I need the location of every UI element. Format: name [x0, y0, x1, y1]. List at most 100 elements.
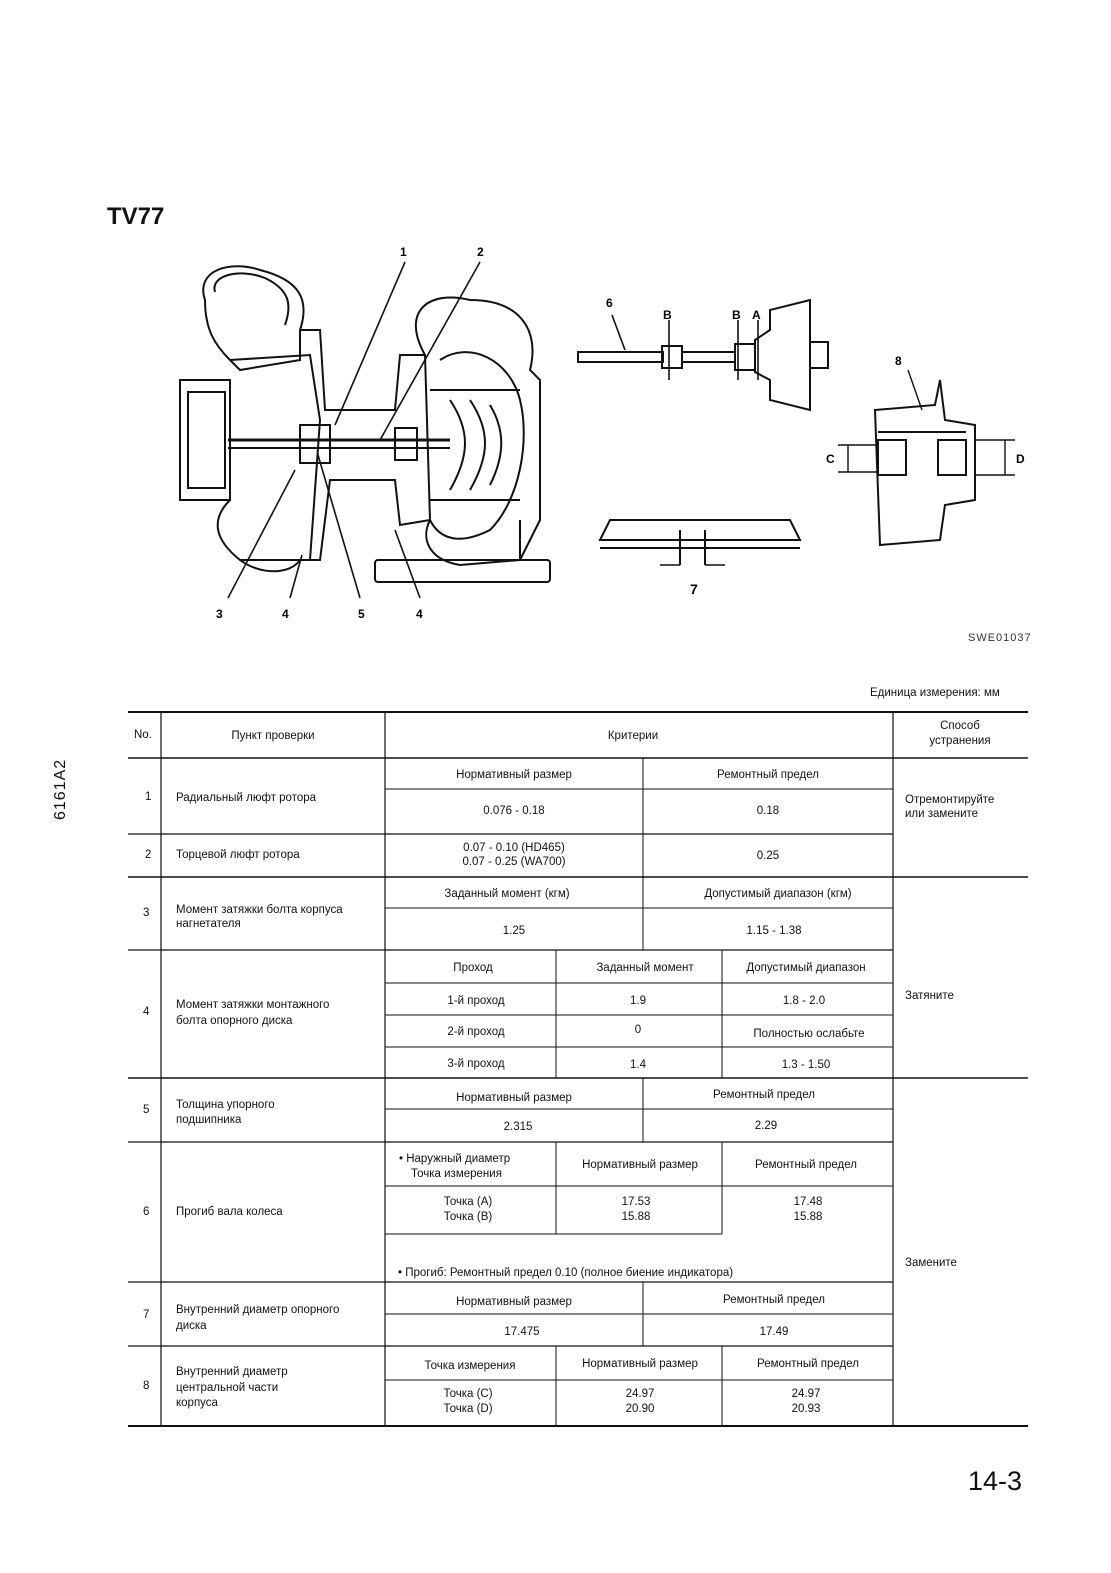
row7-limit-header: Ремонтный предел — [723, 1294, 825, 1306]
row8-no: 8 — [143, 1380, 149, 1392]
row6-point-b: Точка (B) — [444, 1211, 493, 1223]
point-c-label: C — [826, 452, 835, 466]
row1-limit-value: 0.18 — [757, 805, 779, 817]
row5-no: 5 — [143, 1104, 149, 1116]
header-no: No. — [134, 729, 152, 741]
row3-item-line2: нагнетателя — [176, 918, 241, 930]
turbocharger-figure: 1 2 3 4 5 4 6 B B A 7 — [179, 245, 1025, 621]
callout-7: 7 — [690, 581, 698, 597]
row3-no: 3 — [143, 907, 149, 919]
row5-limit-value: 2.29 — [755, 1120, 777, 1132]
row4-set2: 0 — [635, 1024, 641, 1036]
callout-5: 5 — [358, 607, 365, 621]
point-a-label: A — [752, 308, 761, 322]
row6-point-a: Точка (A) — [444, 1196, 493, 1208]
row1-std-value: 0.076 - 0.18 — [483, 805, 544, 817]
row4-pass3: 3-й проход — [447, 1058, 504, 1070]
row7-std-value: 17.475 — [504, 1326, 539, 1338]
callout-6: 6 — [606, 296, 613, 310]
header-remedy-line1: Способ — [940, 720, 980, 732]
row8-std-d: 20.90 — [626, 1403, 655, 1415]
row4-set3: 1.4 — [630, 1059, 647, 1071]
row6-od-header-line2: Точка измерения — [411, 1168, 502, 1180]
row3-set-header: Заданный момент (кгм) — [444, 888, 569, 900]
row4-item-line1: Момент затяжки монтажного — [176, 999, 329, 1011]
header-item: Пункт проверки — [231, 730, 314, 742]
row5-std-header: Нормативный размер — [456, 1092, 572, 1104]
row4-set-header: Заданный момент — [596, 962, 694, 974]
row1-std-header: Нормативный размер — [456, 769, 572, 781]
row4-range1: 1.8 - 2.0 — [783, 995, 825, 1007]
turbine-scroll — [213, 272, 290, 326]
row2-limit-value: 0.25 — [757, 850, 779, 862]
row7-limit-value: 17.49 — [760, 1326, 789, 1338]
row4-pass1: 1-й проход — [447, 995, 504, 1007]
header-criteria: Критерии — [608, 730, 658, 742]
row1-item: Радиальный люфт ротора — [176, 792, 317, 804]
row7-std-header: Нормативный размер — [456, 1296, 572, 1308]
row4-range-header: Допустимый диапазон — [746, 962, 865, 974]
callout-2: 2 — [477, 245, 484, 259]
figure-code: SWE01037 — [968, 632, 1032, 644]
row8-item-line3: корпуса — [176, 1397, 219, 1409]
callout-4b: 4 — [416, 607, 423, 621]
row3-set-value: 1.25 — [503, 925, 525, 937]
row8-point-header: Точка измерения — [425, 1360, 516, 1372]
unit-note: Единица измерения: мм — [870, 687, 1000, 699]
point-b2-label: B — [732, 308, 741, 322]
row3-item-line1: Момент затяжки болта корпуса — [176, 904, 343, 916]
turbine-housing — [202, 265, 305, 372]
point-d-label: D — [1016, 452, 1025, 466]
compressor-housing — [414, 296, 541, 567]
row4-pass-header: Проход — [453, 962, 493, 974]
row8-point-d: Точка (D) — [443, 1403, 492, 1415]
row5-limit-header: Ремонтный предел — [713, 1089, 815, 1101]
row7-item-line2: диска — [176, 1320, 207, 1332]
row8-limit-c: 24.97 — [792, 1388, 821, 1400]
row4-no: 4 — [143, 1006, 150, 1018]
row5-std-value: 2.315 — [504, 1121, 533, 1133]
row6-std-a: 17.53 — [622, 1196, 651, 1208]
row8-limit-d: 20.93 — [792, 1403, 821, 1415]
row4-pass2: 2-й проход — [447, 1026, 504, 1038]
shaft-detail — [577, 298, 829, 412]
row8-item-line1: Внутренний диаметр — [176, 1366, 288, 1378]
center-housing — [300, 329, 432, 561]
row5-item-line1: Толщина упорного — [176, 1099, 275, 1111]
remedy-repair-line2: или замените — [905, 808, 978, 820]
row4-range3: 1.3 - 1.50 — [782, 1059, 831, 1071]
housing-detail — [873, 379, 976, 547]
row1-no: 1 — [145, 791, 151, 803]
callout-4a: 4 — [282, 607, 289, 621]
row8-point-c: Точка (C) — [443, 1388, 492, 1400]
row6-std-b: 15.88 — [622, 1211, 651, 1223]
row7-no: 7 — [143, 1309, 149, 1321]
remedy-repair-line1: Отремонтируйте — [905, 794, 994, 806]
callout-1: 1 — [400, 245, 407, 259]
row4-set1: 1.9 — [630, 995, 646, 1007]
page-number: 14-3 — [968, 1466, 1023, 1496]
row6-limit-header: Ремонтный предел — [755, 1159, 857, 1171]
callout-3: 3 — [216, 607, 223, 621]
row7-item-line1: Внутренний диаметр опорного — [176, 1304, 339, 1316]
remedy-replace: Замените — [905, 1257, 957, 1269]
row8-std-c: 24.97 — [626, 1388, 655, 1400]
page-title: TV77 — [107, 203, 165, 230]
row3-range-header: Допустимый диапазон (кгм) — [704, 888, 851, 900]
callout-8: 8 — [895, 354, 902, 368]
row1-limit-header: Ремонтный предел — [717, 769, 819, 781]
row2-std-line1: 0.07 - 0.10 (HD465) — [463, 842, 565, 854]
row8-std-header: Нормативный размер — [582, 1358, 698, 1370]
row2-item: Торцевой люфт ротора — [176, 849, 300, 861]
row6-limit-a: 17.48 — [794, 1196, 823, 1208]
row4-range2: Полностью ослабьте — [753, 1028, 864, 1040]
point-b1-label: B — [663, 308, 672, 322]
plate-detail — [598, 519, 802, 565]
row8-item-line2: центральной части — [176, 1382, 278, 1394]
row6-no: 6 — [143, 1206, 149, 1218]
row8-limit-header: Ремонтный предел — [757, 1358, 859, 1370]
row4-item-line2: болта опорного диска — [176, 1015, 293, 1027]
row6-od-header-line1: • Наружный диаметр — [399, 1153, 510, 1165]
row6-limit-b: 15.88 — [794, 1211, 823, 1223]
